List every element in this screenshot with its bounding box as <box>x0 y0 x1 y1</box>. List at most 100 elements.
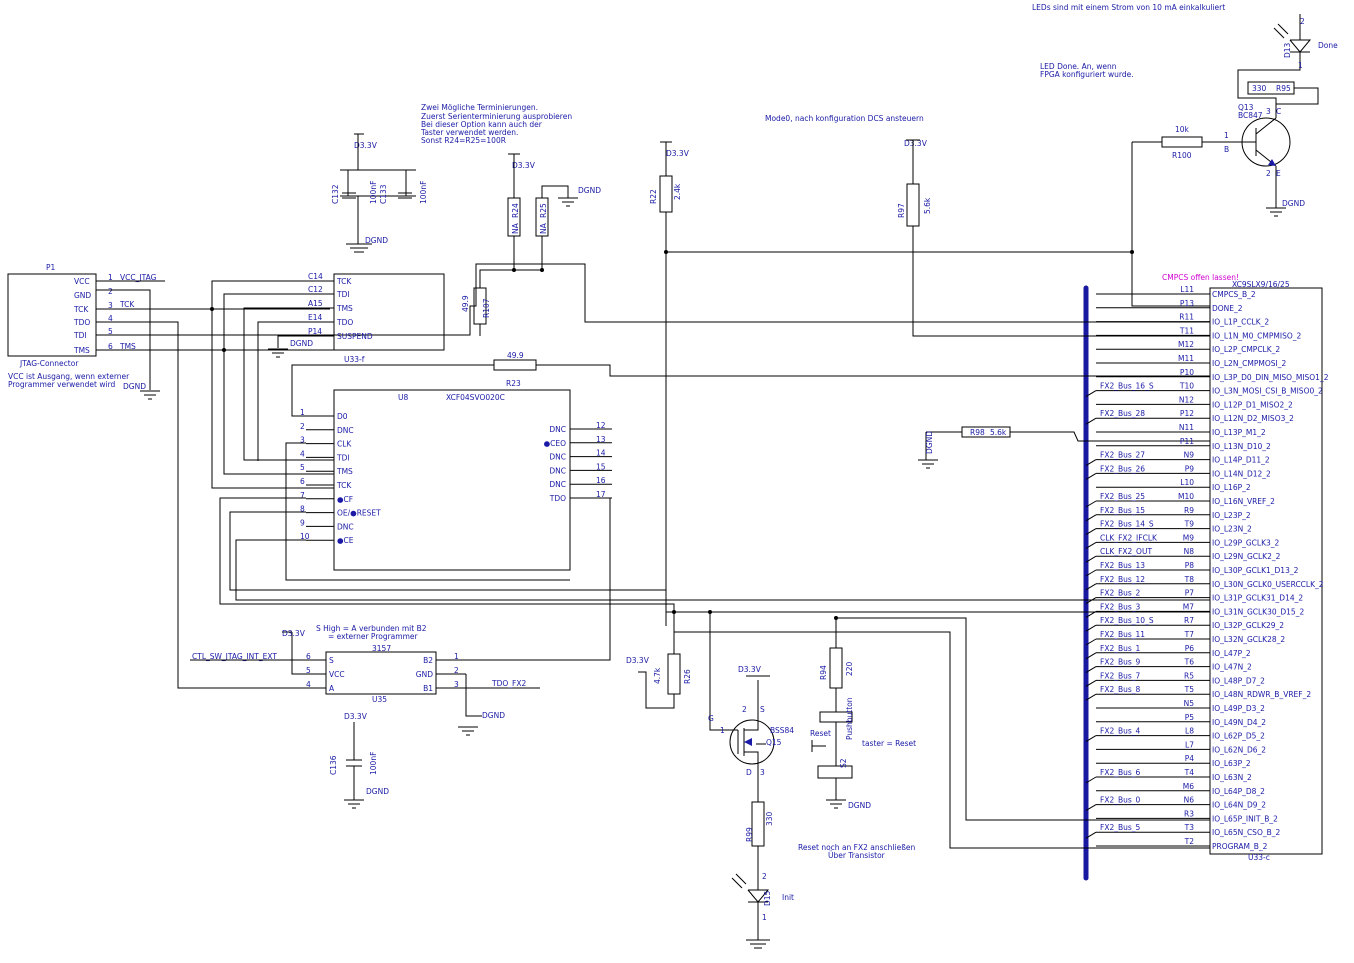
u33c-pin-num: T9 <box>1184 520 1195 529</box>
u33c-pin-num: N6 <box>1184 796 1195 805</box>
svg-text:D3.3V: D3.3V <box>626 656 650 665</box>
svg-text:2: 2 <box>742 705 747 714</box>
svg-text:Pushbutton: Pushbutton <box>845 697 854 740</box>
u33c-pin-name: IO_L1P_CCLK_2 <box>1212 318 1269 327</box>
fpga-config-bank-u33c: CMPCS offen lassen! XC9SLX9/16/25 U33-c … <box>1085 273 1329 862</box>
u33c-pin-name: DONE_2 <box>1212 304 1243 313</box>
u33c-pin-num: P4 <box>1185 754 1195 763</box>
note-led-done-2: FPGA konfiguriert wurde. <box>1040 70 1134 79</box>
u33c-pin-num: R3 <box>1184 809 1194 818</box>
u33f-pin-num: C12 <box>308 285 323 294</box>
p1-pin-num: 4 <box>108 314 113 323</box>
u8-clk-wire <box>285 442 570 581</box>
svg-text:DGND: DGND <box>290 339 313 348</box>
u33f-pin-num: E14 <box>308 313 323 322</box>
u8-pin-name: DNC <box>549 425 566 434</box>
svg-text:R22: R22 <box>649 189 658 204</box>
svg-text:Done: Done <box>1318 41 1338 50</box>
transistor-q13: Q13 BC847 3 C 1 B 2 E DGND <box>1224 103 1305 217</box>
svg-text:D3.3V: D3.3V <box>738 665 762 674</box>
u8-pin-name: ●CEO <box>544 439 567 448</box>
u8-pin-num: 13 <box>596 435 606 444</box>
u33c-pin-name: IO_L32N_GCLK28_2 <box>1212 635 1285 644</box>
resistor-r26: D3.3V 4.7k R26 <box>626 625 692 709</box>
u33c-pin-name: IO_L12N_D2_MISO3_2 <box>1212 414 1294 423</box>
p1-pin-num: 3 <box>108 301 113 310</box>
u33c-net-label: CLK_FX2_OUT <box>1100 547 1152 556</box>
net-vcc-jtag: VCC_JTAG <box>120 273 157 282</box>
p1-pin-num: 1 <box>108 273 113 282</box>
u35-pin-name: A <box>329 684 335 693</box>
note-mode0: Mode0, nach konfiguration DCS ansteuern <box>765 114 924 123</box>
resistor-r99: R99 330 <box>745 801 774 878</box>
svg-text:C133: C133 <box>379 184 388 204</box>
u33c-net-label: FX2_Bus_2 <box>1100 589 1141 598</box>
svg-text:R94: R94 <box>819 665 828 680</box>
u35-pin-name: B1 <box>423 684 433 693</box>
note-s-high-2: = externer Programmer <box>328 632 418 641</box>
u35-pin-name: VCC <box>329 670 345 679</box>
u35-pin-num: 3 <box>454 680 459 689</box>
svg-text:R99: R99 <box>745 827 754 842</box>
cmpcs-note: CMPCS offen lassen! <box>1162 273 1239 282</box>
u8-ce-wire <box>235 539 1210 601</box>
p1-pin-num: 5 <box>108 327 113 336</box>
u33c-pin-name: IO_L14P_D11_2 <box>1212 456 1270 465</box>
svg-text:R26: R26 <box>683 669 692 684</box>
u33f-pin-name: TDO <box>336 318 353 327</box>
u33c-pin-num: T2 <box>1184 837 1195 846</box>
u33c-pin-name: IO_L23N_2 <box>1212 525 1252 534</box>
u8-pin-num: 17 <box>596 490 606 499</box>
svg-text:R97: R97 <box>897 203 906 218</box>
svg-text:R24: R24 <box>511 203 520 218</box>
u33c-pin-name: IO_L1N_M0_CMPMISO_2 <box>1212 331 1301 340</box>
u8-pin-name: TDO <box>549 494 566 503</box>
svg-text:C132: C132 <box>331 184 340 204</box>
u35-pin-num: 1 <box>454 652 459 661</box>
svg-text:B: B <box>1224 145 1229 154</box>
u33c-pin-name: IO_L29P_GCLK3_2 <box>1212 538 1280 547</box>
note-leds: LEDs sind mit einem Strom von 10 mA eink… <box>1032 3 1225 12</box>
svg-text:DGND: DGND <box>123 382 146 391</box>
resistor-r95: 330 R95 <box>1237 64 1319 105</box>
u33c-pin-name: IO_L47N_2 <box>1212 663 1252 672</box>
svg-text:DGND: DGND <box>1282 199 1305 208</box>
p1-pin-num: 6 <box>108 342 113 351</box>
net-tdo-fx2: TDO_FX2 <box>491 679 526 688</box>
svg-text:R98: R98 <box>970 428 985 437</box>
u35-pin-name: B2 <box>423 656 433 665</box>
u33c-pin-name: IO_L14N_D12_2 <box>1212 469 1271 478</box>
svg-text:Reset: Reset <box>810 729 831 738</box>
resistor-r94: R94 220 <box>819 618 854 712</box>
svg-text:DGND: DGND <box>366 787 389 796</box>
u33c-pin-name: IO_L63N_2 <box>1212 773 1252 782</box>
u33c-pin-name: IO_L3P_D0_DIN_MISO_MISO1_2 <box>1212 373 1329 382</box>
note-reset-1: Reset noch an FX2 anschließen <box>798 843 916 852</box>
u33f-ref: U33-f <box>344 355 365 364</box>
u33c-pin-name: IO_L65P_INIT_B_2 <box>1212 814 1278 823</box>
note-taster: taster = Reset <box>862 739 916 748</box>
u33c-pin-name: IO_L16N_VREF_2 <box>1212 497 1275 506</box>
svg-text:Init: Init <box>782 893 794 902</box>
u35-ref: U35 <box>372 695 387 704</box>
p1-pin-name: TMS <box>73 346 90 355</box>
u33c-pin-num: P9 <box>1185 464 1195 473</box>
svg-text:49.9: 49.9 <box>507 351 524 360</box>
svg-text:10k: 10k <box>1175 125 1190 134</box>
net-ctl: CTL_SW_JTAG_INT_EXT <box>192 652 277 661</box>
svg-text:2.4k: 2.4k <box>673 183 682 200</box>
u33c-net-label: FX2_Bus_1 <box>1100 644 1141 653</box>
junction <box>210 307 214 311</box>
svg-text:R107: R107 <box>482 298 491 318</box>
led-d13: 2 D13 Done 1 <box>1273 14 1338 70</box>
u33c-pin-name: IO_L29N_GCLK2_2 <box>1212 552 1281 561</box>
svg-text:S: S <box>760 705 765 714</box>
u33c-pin-name: IO_L49P_D3_2 <box>1212 704 1265 713</box>
svg-text:330: 330 <box>765 811 774 826</box>
u33c-pin-num: P7 <box>1185 589 1195 598</box>
u8-pin-name: DNC <box>549 466 566 475</box>
